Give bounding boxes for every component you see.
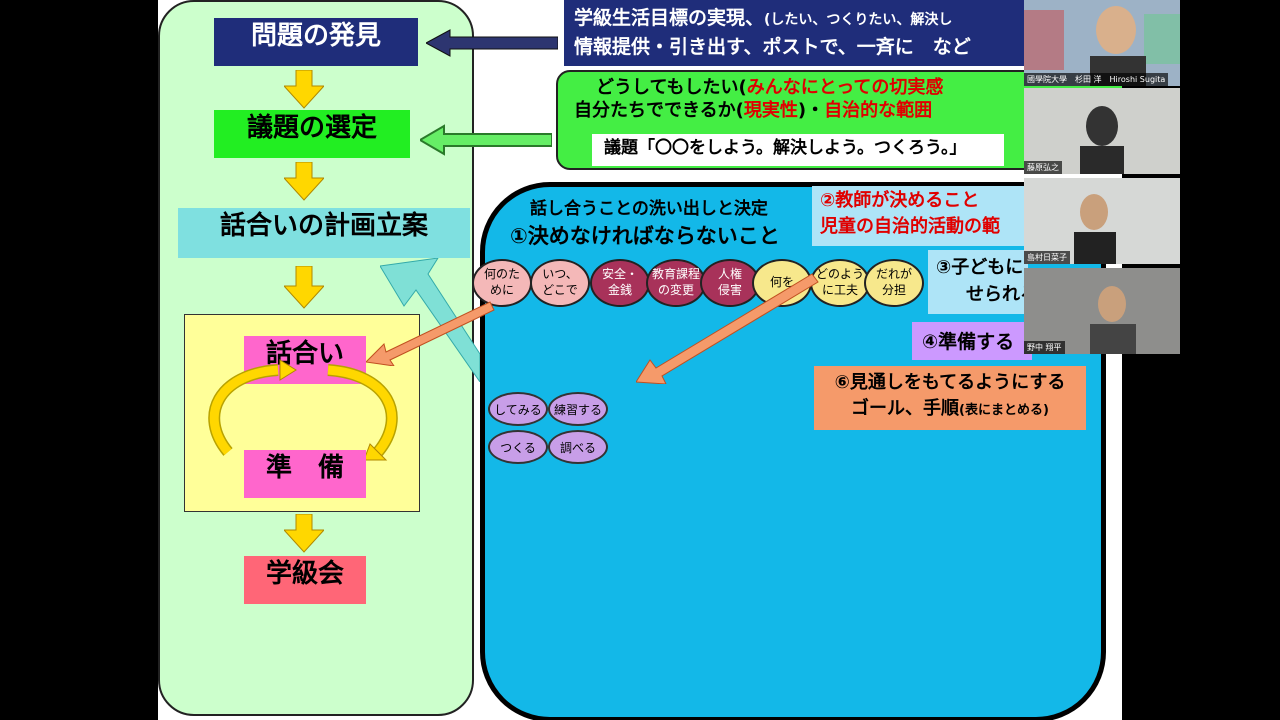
circle-curriculum: 教育課程の変更 — [646, 259, 706, 307]
teacher-decides-label: ②教師が決めること — [820, 190, 980, 211]
video-tile-participant[interactable]: 島村日菜子 — [1024, 178, 1180, 264]
criteria-line2-b: )・ — [797, 100, 825, 122]
presentation-slide: 問題の発見 議題の選定 話合いの計画立案 話合い 準 備 学級会 学級生活目標の… — [158, 0, 1122, 720]
outlook-line-b: ゴール、手順 — [851, 398, 960, 420]
circle-who-role: だれが分担 — [864, 259, 924, 307]
video-tile-speaker[interactable]: 國學院大學 杉田 洋 Hiroshi Sugita — [1024, 0, 1180, 86]
blue-heading: 話し合うことの洗い出しと決定 — [530, 199, 768, 219]
down-arrow-icon — [282, 265, 326, 310]
circle-purpose: 何のために — [472, 259, 532, 307]
left-arrow-icon — [418, 124, 553, 156]
video-tile-participant[interactable]: 藤原弘之 — [1024, 88, 1180, 174]
pill-practice: 練習する — [548, 392, 608, 426]
pill-make: つくる — [488, 430, 548, 464]
goal-info-box: 学級生活目標の実現、(したい、つくりたい、解決し 情報提供・引き出す、ポストで、… — [564, 0, 1122, 66]
video-tile-participant[interactable]: 野中 翔平 — [1024, 268, 1180, 354]
flow-step-problem: 問題の発見 — [214, 18, 418, 66]
pill-research: 調べる — [548, 430, 608, 464]
outlook-line-c: (表にまとめる) — [959, 403, 1049, 419]
circle-safety-money: 安全・金銭 — [590, 259, 650, 307]
criteria-line1: どうしてもしたい( — [596, 77, 747, 98]
pill-try: してみる — [488, 392, 548, 426]
must-decide-label: ①決めなければならないこと — [510, 224, 780, 248]
criteria-line2: 自分たちでできるか( — [574, 100, 744, 122]
criteria-line2-red2: 自治的な範囲 — [824, 100, 933, 122]
flow-step-prepare: 準 備 — [244, 450, 366, 498]
child-role-line-a: ③子どもに — [936, 257, 1024, 278]
child-role-line-b: せられる — [966, 284, 1028, 305]
outlook-box: ⑥見通しをもてるようにする ゴール、手順(表にまとめる) — [814, 366, 1086, 430]
orange-arrow-icon — [364, 300, 496, 367]
criteria-line1-red: みんなにとっての切実感 — [746, 77, 944, 98]
circle-human-rights: 人権侵害 — [700, 259, 760, 307]
flow-step-class-meeting: 学級会 — [244, 556, 366, 604]
down-arrow-icon — [282, 69, 326, 110]
participant-name: 島村日菜子 — [1024, 251, 1070, 264]
info-line: 情報提供・引き出す、ポストで、一斉に など — [574, 35, 971, 58]
circle-when-where: いつ、どこで — [530, 259, 590, 307]
criteria-line2-red: 現実性 — [743, 100, 798, 122]
participant-name: 國學院大學 杉田 洋 Hiroshi Sugita — [1024, 73, 1169, 86]
participant-name: 野中 翔平 — [1024, 341, 1065, 354]
down-arrow-icon — [282, 513, 326, 554]
participant-name: 藤原弘之 — [1024, 161, 1062, 174]
flow-step-topic: 議題の選定 — [214, 110, 410, 158]
child-role-box: ③子どもに せられる — [928, 250, 1028, 314]
prepare-box: ④準備する — [912, 322, 1032, 360]
autonomy-range-label: 児童の自治的活動の範 — [820, 216, 1000, 238]
left-arrow-icon — [424, 28, 559, 58]
goal-line-sub: (したい、つくりたい、解決し — [764, 12, 953, 28]
cycle-arrows-icon — [198, 356, 408, 466]
outlook-line-a: ⑥見通しをもてるようにする — [834, 372, 1066, 393]
down-arrow-icon — [282, 161, 326, 202]
flow-step-discuss: 話合い — [244, 336, 366, 384]
orange-arrow-icon — [635, 272, 820, 385]
flow-step-plan: 話合いの計画立案 — [178, 208, 470, 258]
teacher-decides-box: ②教師が決めること 児童の自治的活動の範 — [812, 186, 1038, 246]
topic-example-box: 議題「〇〇をしよう。解決しよう。つくろう。」 — [592, 134, 1004, 166]
goal-line-main: 学級生活目標の実現、 — [574, 7, 765, 29]
